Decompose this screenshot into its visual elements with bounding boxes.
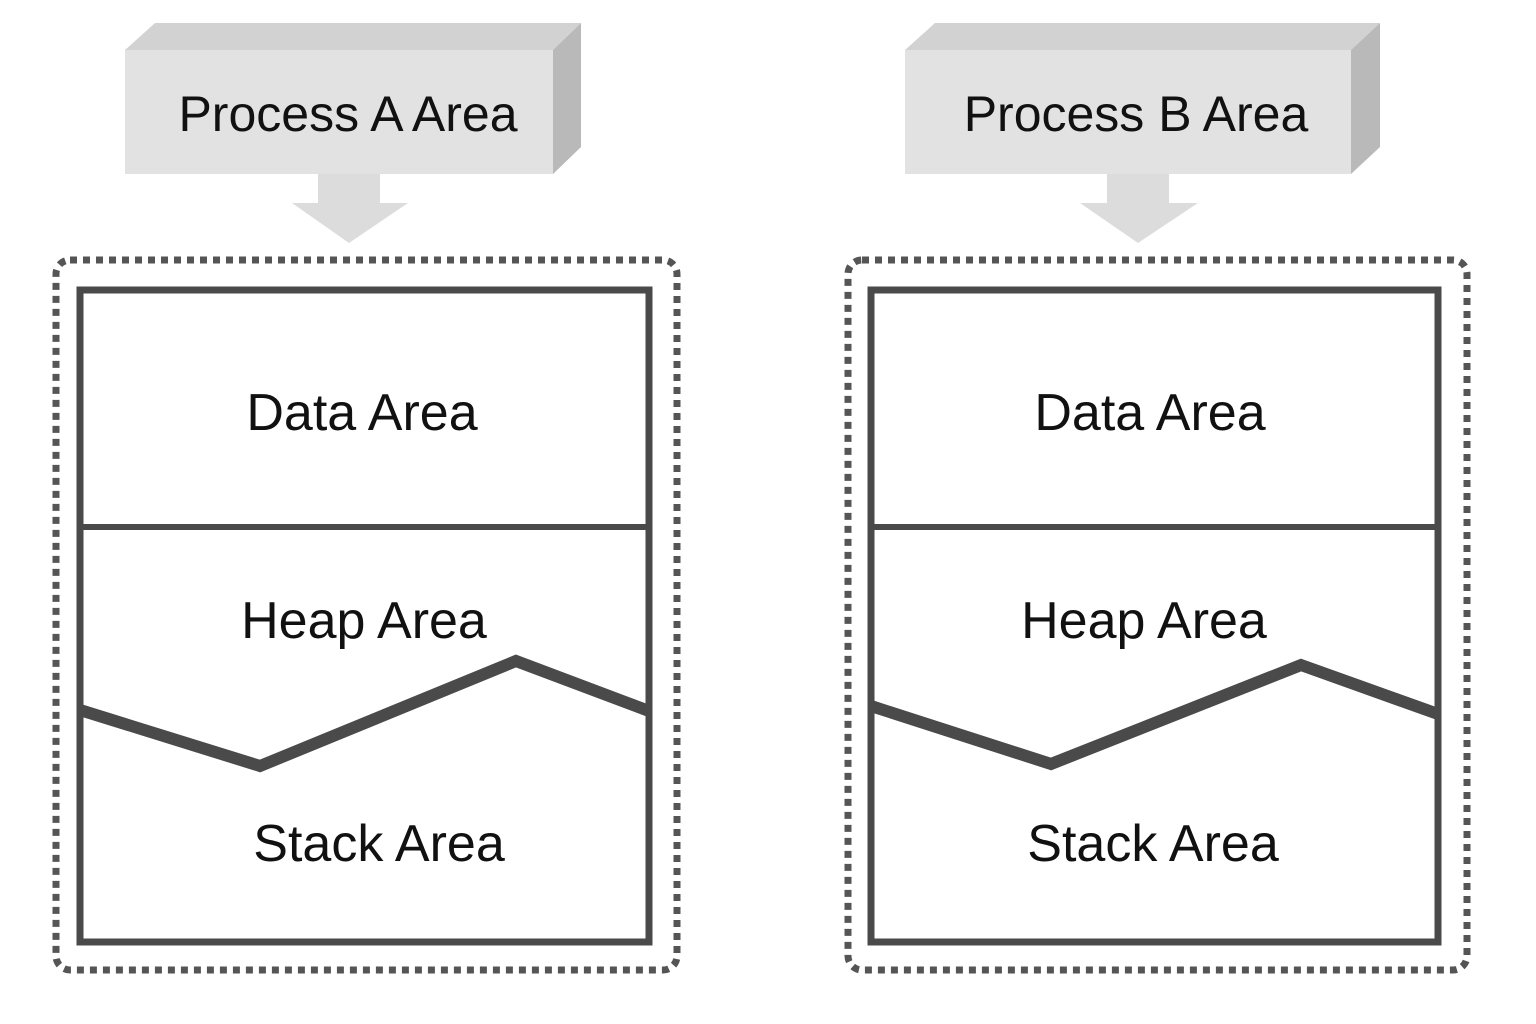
- process-a-data-area-label: Data Area: [246, 384, 477, 442]
- process-a-stack-area-label: Stack Area: [253, 815, 505, 873]
- process-b-header-block: Process B Area: [905, 23, 1380, 174]
- process-a-header-label: Process A Area: [178, 86, 517, 142]
- process-b-group: Process B Area Data Area Heap Area Stack…: [844, 23, 1471, 974]
- process-a-header-block: Process A Area: [125, 23, 581, 174]
- process-b-stack-area-label: Stack Area: [1027, 815, 1279, 873]
- process-b-down-arrow: [1080, 174, 1198, 243]
- process-a-memory-block: Data Area Heap Area Stack Area: [76, 286, 653, 946]
- process-a-header-top-face: [125, 23, 581, 50]
- process-b-header-side-face: [1351, 23, 1380, 174]
- process-b-header-front-face: [905, 50, 1351, 174]
- process-b-heap-stack-boundary: [869, 658, 1441, 771]
- process-a-header-side-face: [553, 23, 581, 174]
- process-b-header-top-face: [905, 23, 1380, 50]
- process-b-heap-area-label: Heap Area: [1021, 592, 1267, 650]
- process-a-header-front-face: [125, 50, 553, 174]
- process-b-memory-block: Data Area Heap Area Stack Area: [867, 286, 1442, 946]
- process-b-dotted-container: [844, 256, 1471, 974]
- process-a-group: Process A Area Data Area Heap Area Stack…: [52, 23, 681, 974]
- process-a-memory-outline: [76, 286, 653, 946]
- process-a-heap-area-label: Heap Area: [241, 592, 487, 650]
- process-a-dotted-container: [52, 256, 681, 974]
- process-b-header-label: Process B Area: [964, 86, 1309, 142]
- process-a-heap-stack-boundary: [78, 654, 652, 773]
- process-b-data-area-label: Data Area: [1034, 384, 1265, 442]
- process-b-memory-outline: [867, 286, 1442, 946]
- process-a-down-arrow: [292, 174, 408, 243]
